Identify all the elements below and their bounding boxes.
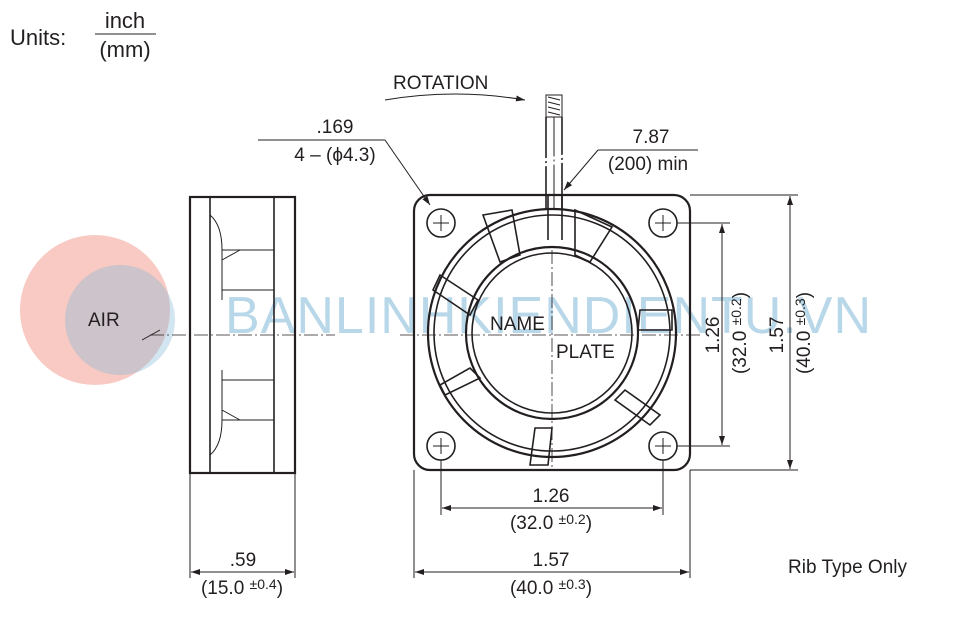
nameplate-line1: NAME [490, 314, 545, 335]
watermark-logo-icon [20, 235, 170, 385]
depth-mm: (15.0 ±0.4) [201, 576, 283, 599]
units-inch: inch [105, 8, 145, 33]
height-inch: 1.57 [767, 317, 788, 354]
hole-pitch-h-inch: 1.26 [533, 486, 570, 507]
units-label: Units: [10, 25, 66, 50]
rotation-arrow-icon [384, 93, 526, 102]
hole-pitch-h-mm: (32.0 ±0.2) [510, 511, 592, 534]
lead-wire [543, 94, 565, 210]
rib-type-note: Rib Type Only [788, 557, 907, 578]
hole-pitch-v-inch: 1.26 [703, 317, 724, 354]
nameplate-line2: PLATE [556, 342, 615, 363]
width-inch: 1.57 [533, 550, 570, 571]
wire-length-mm: (200) min [608, 154, 688, 175]
air-label: AIR [88, 310, 120, 331]
units-mm: (mm) [99, 37, 150, 62]
hole-size-inch: .169 [317, 117, 354, 138]
side-view [150, 195, 335, 475]
hole-pitch-v-mm: (32.0 ±0.2) [728, 292, 751, 374]
width-mm: (40.0 ±0.3) [510, 576, 592, 599]
air-direction-arrow-icon [141, 329, 161, 341]
height-mm: (40.0 ±0.3) [792, 292, 815, 374]
front-view [400, 193, 700, 472]
wire-length-inch: 7.87 [633, 127, 670, 148]
rotation-label: ROTATION [393, 73, 488, 94]
hole-size-mm: 4 – (ϕ4.3) [294, 145, 375, 166]
depth-inch: .59 [230, 550, 256, 571]
